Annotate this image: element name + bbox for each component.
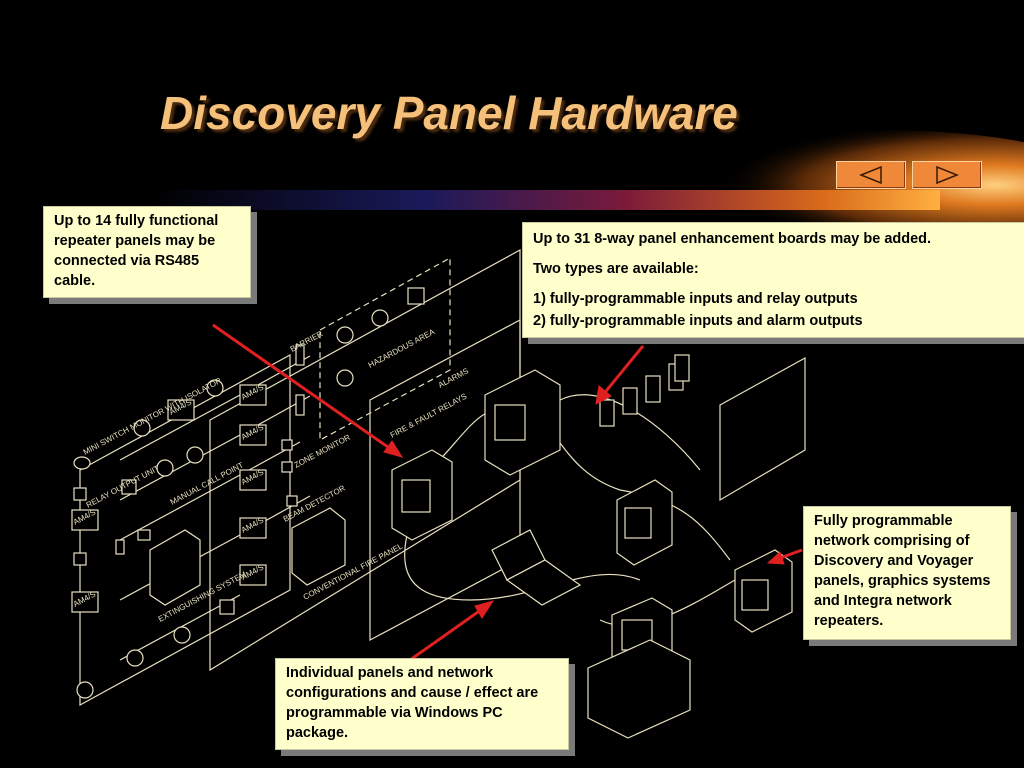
callout-text: Individual panels and network configurat… — [286, 665, 539, 741]
repeater-panel-left — [391, 449, 453, 541]
network-cable — [429, 407, 731, 561]
label-hazardous-area: HAZARDOUS AREA — [367, 327, 437, 370]
callout-text: Up to 31 8-way panel enhancement boards … — [533, 231, 932, 247]
label-relay-output-unit: RELAY OUTPUT UNIT — [85, 464, 161, 510]
next-slide-button[interactable] — [912, 161, 982, 189]
callout-text: Two types are available: — [533, 261, 699, 277]
label-barrier: BARRIER — [289, 329, 325, 354]
callout-enhancement-boards: Up to 31 8-way panel enhancement boards … — [522, 222, 1024, 338]
field-devices — [73, 287, 425, 699]
repeater-panel-main — [484, 369, 561, 476]
pointer-arrows — [212, 323, 803, 662]
callout-network: Fully programmable network comprising of… — [803, 506, 1011, 640]
extinguishing-panel — [149, 529, 201, 606]
callout-text: 1) fully-programmable inputs and relay o… — [533, 291, 858, 307]
slide-title: Discovery Panel Hardware — [160, 87, 738, 139]
triangle-left-icon — [858, 165, 882, 185]
isometric-loop-inner — [209, 248, 521, 672]
triangle-right-icon — [936, 165, 960, 185]
repeater-panel-right — [734, 549, 793, 633]
callout-repeater-panels: Up to 14 fully functional repeater panel… — [43, 206, 251, 298]
enhancement-boards — [599, 354, 690, 427]
wire-run — [119, 394, 241, 661]
hazardous-area-boundary — [319, 256, 451, 442]
wire-run-2 — [239, 355, 311, 536]
callout-text: 2) fully-programmable inputs and alarm o… — [533, 313, 863, 329]
label-mini-switch-monitor: MINI SWITCH MONITOR WITH ISOLATOR — [82, 376, 223, 457]
callout-pc-package: Individual panels and network configurat… — [275, 658, 569, 750]
label-alarms: ALARMS — [437, 366, 470, 389]
label-fire-fault-relays: FIRE & FAULT RELAYS — [389, 392, 469, 440]
callout-text: Fully programmable network comprising of… — [814, 513, 991, 629]
module-boxes — [71, 384, 267, 613]
desktop-pc — [587, 597, 691, 739]
conventional-panel — [291, 507, 346, 586]
previous-slide-button[interactable] — [836, 161, 906, 189]
repeater-panel-center — [616, 479, 673, 566]
laptop-pc — [491, 529, 582, 606]
wall-panel — [719, 356, 806, 502]
callout-text: Up to 14 fully functional repeater panel… — [54, 213, 219, 289]
